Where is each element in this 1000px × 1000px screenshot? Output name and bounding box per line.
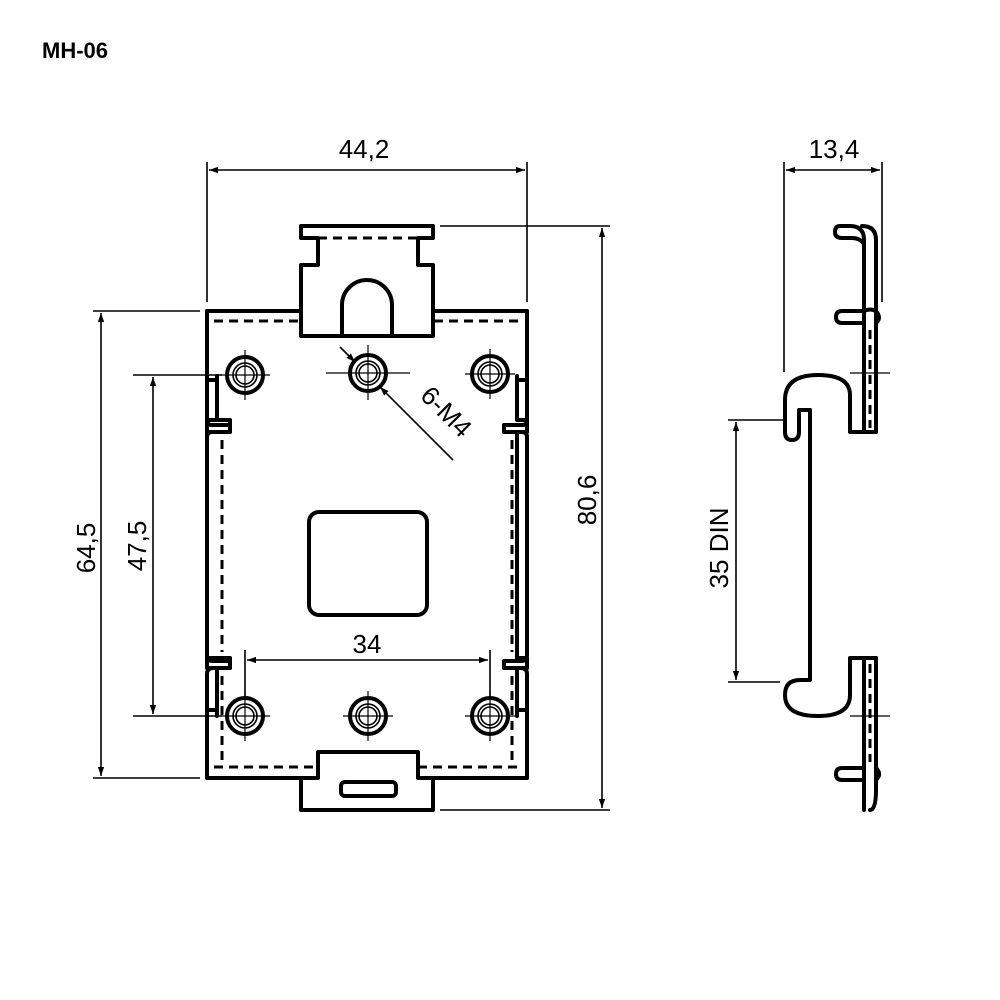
top-tab — [299, 224, 435, 338]
plate-edge-right — [502, 309, 529, 780]
top-tab-slot — [340, 278, 394, 338]
side-view: 13,4 35 DIN — [704, 134, 890, 812]
dim-width-overall-label: 44,2 — [339, 134, 390, 164]
dim-depth-label: 13,4 — [809, 134, 860, 164]
dim-hole-spacing-vertical-label: 47,5 — [122, 521, 152, 572]
dim-depth: 13,4 — [783, 134, 883, 372]
dim-din-rail: 35 DIN — [704, 419, 785, 683]
part-title: MH-06 — [42, 38, 108, 63]
side-din-clip-upper — [783, 373, 878, 442]
mounting-holes — [220, 345, 515, 741]
dim-hole-spacing-horizontal: 34 — [244, 629, 491, 700]
side-lower-flange — [834, 766, 881, 782]
front-view: 6-M4 44,2 80,6 64,5 47,5 — [71, 134, 610, 812]
dim-din-rail-label: 35 DIN — [704, 508, 734, 589]
bottom-tab — [299, 750, 435, 812]
hole-top-left — [220, 350, 270, 400]
holes-leader — [379, 386, 454, 461]
dim-height-overall-label: 80,6 — [572, 475, 602, 526]
side-top-hook — [833, 224, 878, 246]
holes-leader-tail — [339, 346, 356, 363]
holes-callout: 6-M4 — [415, 380, 478, 443]
hole-top-center — [326, 345, 410, 400]
plate-edge-left — [205, 309, 232, 780]
bottom-tab-slot — [339, 780, 398, 798]
hole-bottom-center — [343, 691, 393, 741]
dim-height-body: 64,5 — [71, 310, 200, 779]
center-window — [307, 510, 429, 617]
side-upper-flange — [834, 307, 881, 325]
dim-height-overall: 80,6 — [440, 225, 610, 811]
dim-hole-spacing-horizontal-label: 34 — [353, 629, 382, 659]
dim-width-overall: 44,2 — [206, 134, 528, 302]
dim-height-body-label: 64,5 — [71, 523, 101, 574]
side-din-clip-lower — [783, 656, 878, 718]
hole-top-right — [465, 349, 515, 399]
dim-hole-spacing-vertical: 47,5 — [122, 374, 222, 717]
side-plate — [862, 238, 878, 812]
